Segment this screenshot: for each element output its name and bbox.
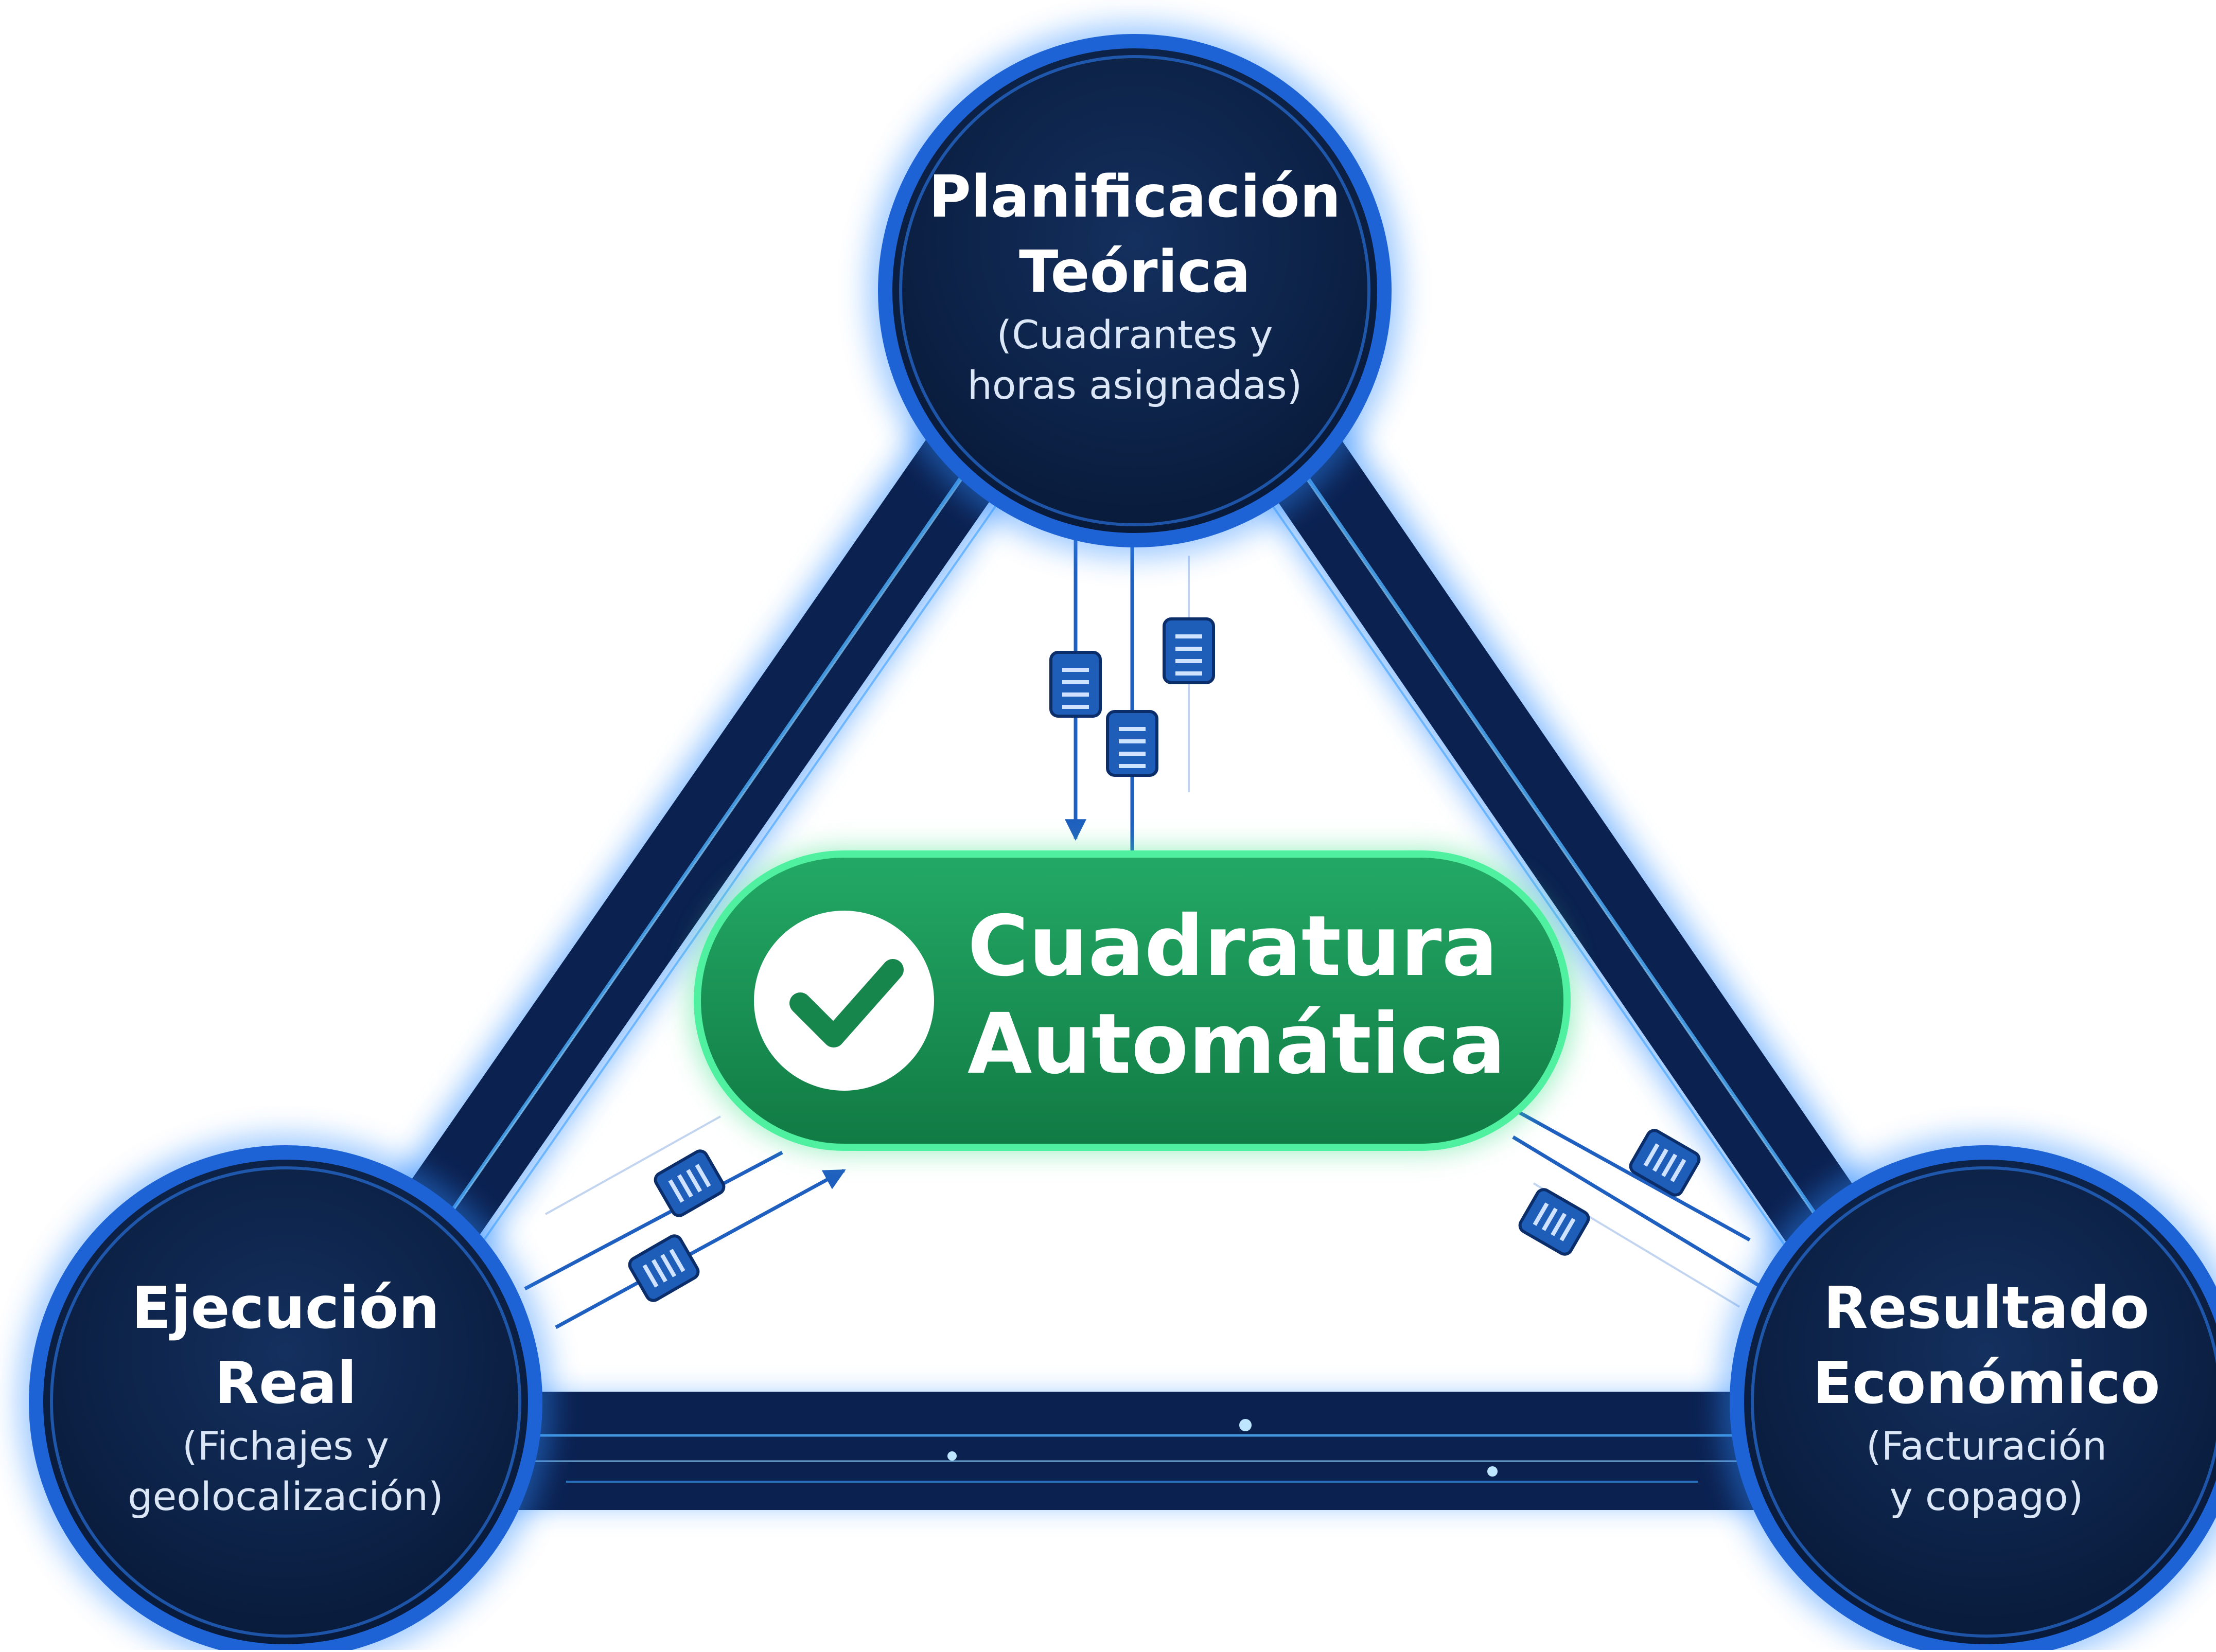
- planning-title-line2: Teórica: [1018, 239, 1251, 306]
- execution-title-line2: Real: [214, 1350, 357, 1417]
- document-packet-icon: [1629, 1129, 1701, 1197]
- planning-sub-line1: (Cuadrantes y: [996, 312, 1273, 358]
- bottom-band: [309, 1392, 1914, 1510]
- planning-label: Planificación Teórica (Cuadrantes y hora…: [908, 159, 1361, 411]
- execution-title-line1: Ejecución: [131, 1275, 440, 1342]
- center-pill: [690, 849, 1575, 1152]
- execution-sub-line1: (Fichajes y: [182, 1423, 390, 1469]
- connector-execution: [524, 1115, 846, 1329]
- result-sub-line1: (Facturación: [1866, 1423, 2107, 1469]
- document-packet-icon: [1518, 1188, 1590, 1256]
- center-label: Cuadratura Automática: [968, 898, 1513, 1093]
- planning-sub-line2: horas asignadas): [967, 362, 1303, 408]
- check-icon: [789, 959, 904, 1047]
- execution-sub-line2: geolocalización): [128, 1473, 444, 1519]
- document-packet-icon: [628, 1234, 700, 1302]
- result-title-line2: Económico: [1813, 1350, 2160, 1417]
- result-label: Resultado Económico (Facturación y copag…: [1760, 1271, 2213, 1522]
- document-packet-icon: [654, 1149, 726, 1217]
- execution-label: Ejecución Real (Fichajes y geolocalizaci…: [59, 1271, 512, 1522]
- center-line1: Cuadratura: [968, 898, 1498, 995]
- document-packet-icon: [1163, 617, 1215, 684]
- document-packet-icon: [1049, 651, 1102, 718]
- check-circle: [754, 911, 934, 1091]
- center-line2: Automática: [968, 996, 1506, 1093]
- node-execution: [18, 1134, 553, 1652]
- node-result: [1719, 1134, 2216, 1652]
- result-title-line1: Resultado: [1823, 1275, 2150, 1342]
- planning-title-line1: Planificación: [928, 164, 1341, 230]
- document-packet-icon: [1106, 710, 1158, 777]
- result-sub-line2: y copago): [1889, 1473, 2084, 1519]
- node-planning: [867, 23, 1402, 558]
